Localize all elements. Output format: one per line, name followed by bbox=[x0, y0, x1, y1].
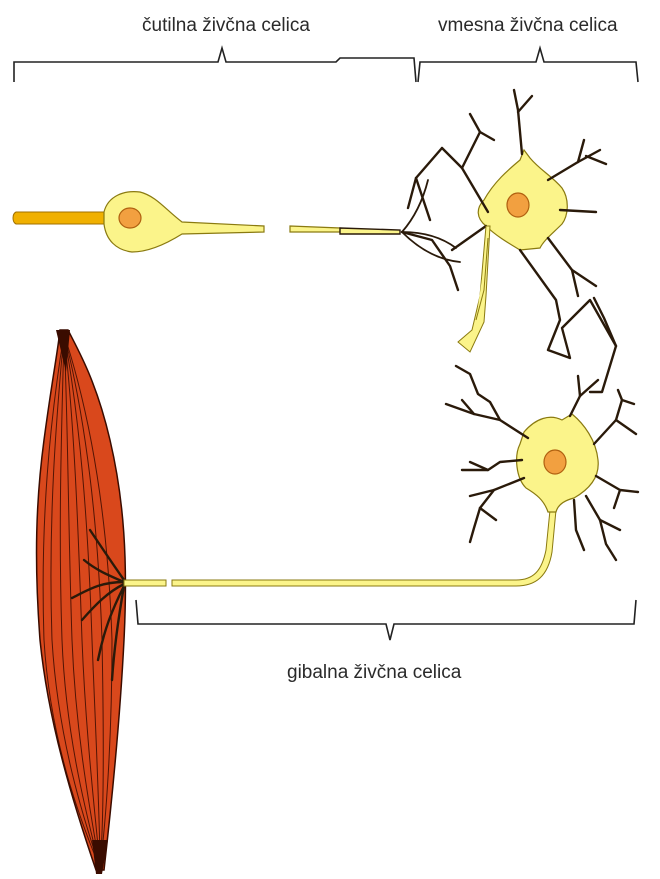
interneuron-nucleus bbox=[507, 193, 529, 217]
sensory-neuron bbox=[13, 180, 460, 262]
sensory-nucleus bbox=[119, 208, 141, 228]
interneuron bbox=[402, 90, 616, 392]
bracket-inter bbox=[418, 48, 638, 82]
muscle bbox=[37, 330, 126, 874]
motor-neuron bbox=[446, 366, 638, 560]
bracket-motor bbox=[136, 600, 636, 640]
motor-axon bbox=[124, 510, 556, 586]
motor-nucleus bbox=[544, 450, 566, 474]
bracket-sensory bbox=[14, 48, 416, 82]
